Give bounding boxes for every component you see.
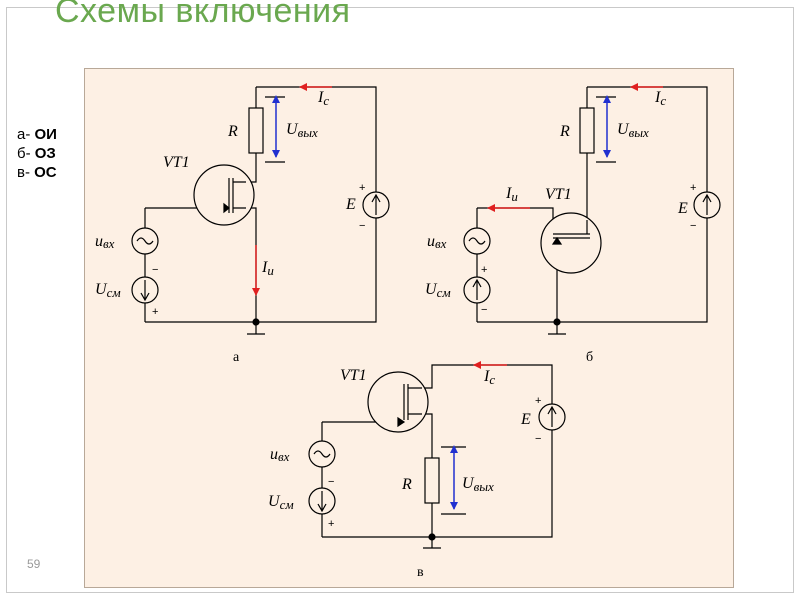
circuit-a-ground [247, 322, 265, 335]
circuit-b-e-minus: − [690, 220, 696, 232]
circuit-c-transistor-channel [403, 384, 422, 420]
circuit-a-transistor-channel [228, 178, 246, 213]
circuit-a-bias-plus: + [152, 306, 158, 318]
circuit-b-ic-label: Ic [654, 89, 666, 108]
circuit-b-e-label: E [677, 200, 688, 217]
circuit-a-gate-arrow [223, 202, 230, 214]
circuit-c-bias-plus: + [328, 518, 334, 530]
circuit-a-e-minus: − [359, 220, 365, 232]
circuit-b-iи-label: Iи [505, 185, 518, 204]
circuit-a-bias-minus: − [152, 264, 158, 276]
circuit-b-wire-source [477, 207, 554, 234]
legend-item-b: б- ОЗ [17, 145, 56, 162]
circuit-c-e-minus: − [535, 433, 541, 445]
caption-b: б [586, 350, 593, 365]
circuit-a-transistor [193, 164, 255, 226]
circuit-c-labels: VT1 R Ic Uвых E + − uвх Uсм − + в [268, 367, 541, 580]
circuit-c-transistor [367, 371, 429, 433]
page-number: 59 [27, 557, 41, 571]
circuit-b-labels: VT1 R Ic Uвых Iи E + − uвх Uсм + − б [425, 89, 696, 365]
circuit-a-iи-label: Iи [261, 259, 274, 278]
circuit-c-gate-arrow [397, 416, 406, 428]
circuit-c-dc-arrow [317, 491, 327, 513]
circuit-c-e-plus: + [535, 395, 541, 407]
caption-a: а [233, 350, 240, 365]
circuit-b-e-arrow [702, 193, 712, 215]
circuit-b-transistor [540, 212, 602, 274]
circuit-a-uin-label: uвх [95, 233, 115, 251]
circuit-c-resistor [424, 457, 440, 504]
circuit-b-resistor [579, 107, 595, 154]
circuit-a-e-plus: + [359, 182, 365, 194]
circuit-b-r-label: R [559, 123, 570, 140]
circuit-a-resistor [248, 107, 264, 154]
legend-item-c: в- ОС [17, 164, 57, 181]
circuit-c-uin-label: uвх [270, 446, 290, 464]
circuit-a-r-label: R [227, 123, 238, 140]
circuit-a-labels: VT1 R Ic Uвых Iи E + − uвх Uсм − + а [95, 89, 365, 365]
circuit-figure [84, 68, 734, 588]
slide-title: Схемы включения [55, 0, 351, 30]
circuit-b-gate-arrow [551, 236, 563, 245]
legend-item-a: а- ОИ [17, 126, 57, 143]
circuit-b-ground [548, 322, 566, 335]
circuit-b-uout-ticks [596, 96, 616, 163]
circuit-b-dc-arrow [472, 278, 482, 300]
circuit-c-uout-label: Uвых [462, 475, 494, 494]
circuit-a-uout-ticks [265, 96, 285, 163]
circuit-b-e-plus: + [690, 182, 696, 194]
circuit-c-ground [423, 537, 441, 549]
circuit-c-ac-wave [313, 450, 331, 458]
circuit-a-ac-wave [136, 237, 154, 245]
circuit-b-transistor-channel [553, 220, 590, 239]
circuit-b-uin-label: uвх [427, 233, 447, 251]
circuit-a-uout-label: Uвых [286, 121, 318, 140]
circuit-b-uout-label: Uвых [617, 121, 649, 140]
circuit-c-vt1-label: VT1 [340, 367, 367, 384]
circuit-a-ic-label: Ic [317, 89, 329, 108]
circuit-c-bias-minus: − [328, 476, 334, 488]
circuit-c-r-label: R [401, 476, 412, 493]
circuit-b-ubias-label: Uсм [425, 281, 451, 300]
circuit-b [463, 83, 721, 335]
circuit-c-ic-label: Ic [483, 368, 495, 387]
circuit-a-vt1-label: VT1 [163, 154, 190, 171]
circuit-b-ac-wave [468, 237, 486, 245]
circuit-a-e-label: E [345, 196, 356, 213]
slide-frame [6, 7, 794, 593]
circuit-c-e-label: E [520, 411, 531, 428]
circuit-a-e-arrow [371, 193, 381, 215]
circuit-a-wire-source [236, 207, 257, 322]
circuit-a-dc-arrow [140, 280, 150, 302]
caption-c: в [417, 565, 424, 580]
circuit-c [308, 361, 566, 549]
circuit-c-e-arrow [547, 405, 557, 427]
circuit-b-bias-minus: − [481, 304, 487, 316]
legend: а- ОИ б- ОЗ в- ОС [17, 125, 57, 182]
circuit-b-vt1-label: VT1 [545, 186, 572, 203]
circuit-a [131, 83, 390, 335]
circuit-b-bias-plus: + [481, 264, 487, 276]
circuit-c-wire-outer [322, 364, 553, 538]
circuit-c-ubias-label: Uсм [268, 493, 294, 512]
circuit-a-ubias-label: Uсм [95, 281, 121, 300]
